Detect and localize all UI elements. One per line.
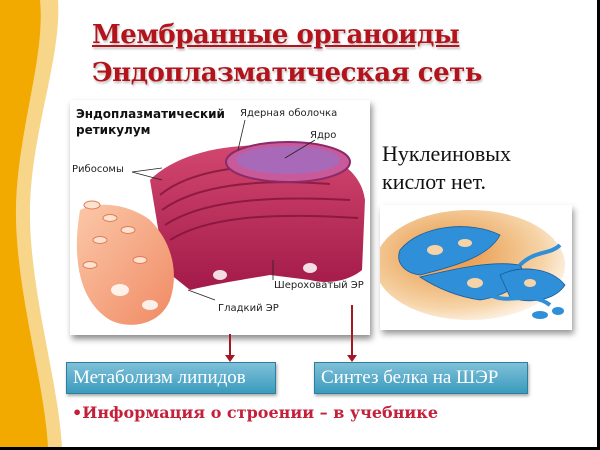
protein-synthesis-box: Синтез белка на ШЭР — [314, 362, 528, 394]
er-3d-image — [380, 205, 572, 330]
label-ribosomes: Рибосомы — [72, 164, 124, 175]
label-nucleus: Ядро — [310, 130, 337, 141]
label-rough-er: Шероховатый ЭР — [274, 280, 364, 291]
er-illustration — [76, 119, 365, 325]
er-network-illustration — [380, 205, 572, 330]
arrow-to-lipid-box — [225, 334, 235, 362]
er-heading-line2: ретикулум — [76, 123, 151, 137]
label-nuclear-envelope: Ядерная оболочка — [240, 108, 338, 119]
arrow-to-protein-box — [347, 305, 357, 362]
side-note-line2: кислот нет. — [382, 169, 487, 194]
slide-subtitle: Эндоплазматическая сеть — [92, 58, 482, 88]
lipid-metabolism-box: Метаболизм липидов — [66, 362, 276, 394]
textbook-note: •Информация о строении – в учебнике — [72, 403, 439, 422]
decorative-swoosh — [0, 0, 62, 447]
side-note: Нуклеиновых кислот нет. — [382, 140, 511, 196]
er-heading-line1: Эндоплазматический — [76, 107, 225, 121]
label-smooth-er: Гладкий ЭР — [218, 303, 279, 314]
slide-title: Мембранные органоиды — [92, 20, 460, 50]
er-diagram-image: Эндоплазматический ретикулум Ядерная обо… — [70, 100, 370, 335]
side-note-line1: Нуклеиновых — [382, 141, 512, 166]
